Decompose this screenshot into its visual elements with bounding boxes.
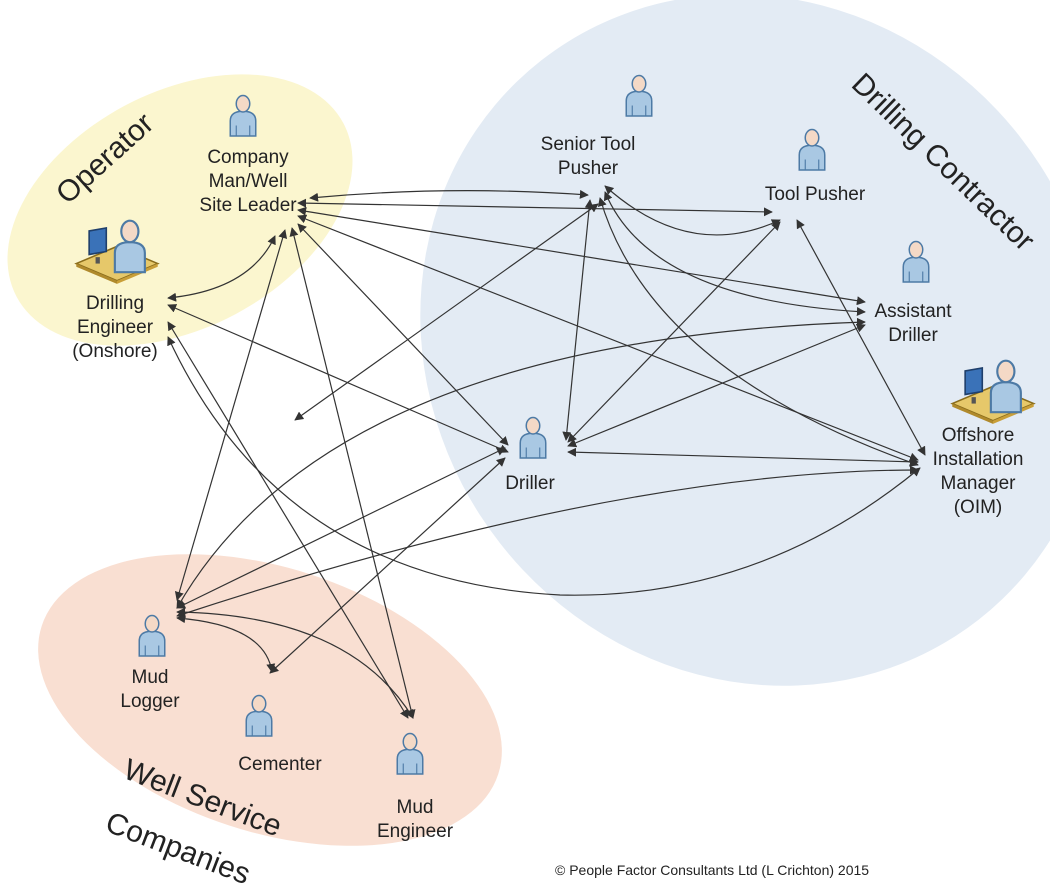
role-label-driller: Driller <box>490 472 570 496</box>
drilling-engineer-line2: Engineer <box>76 317 154 338</box>
assistant-driller-line1: Assistant <box>874 301 952 322</box>
mud-logger-line1: Mud <box>131 667 169 688</box>
link-cm-stp <box>309 189 589 202</box>
role-label-senior-tool-pusher: Senior Tool Pusher <box>518 133 658 181</box>
mud-engineer-line2: Engineer <box>376 821 454 842</box>
copyright-notice: © People Factor Consultants Ltd (L Crich… <box>555 862 870 878</box>
mud-logger-line2: Logger <box>120 691 180 712</box>
role-label-assistant-driller: Assistant Driller <box>853 300 973 348</box>
oim-line1: Offshore <box>941 425 1015 446</box>
senior-tool-pusher-line2: Pusher <box>557 158 619 179</box>
company-man-line3: Site Leader <box>199 195 297 216</box>
role-label-cementer: Cementer <box>225 753 335 777</box>
oim-line3: Manager <box>940 473 1016 494</box>
link-dr-ml <box>176 447 506 609</box>
link-dr-oim <box>567 447 919 467</box>
link-ml-me <box>176 607 414 719</box>
drilling-engineer-line1: Drilling <box>85 293 145 314</box>
assistant-driller-line2: Driller <box>888 325 938 346</box>
company-man-line2: Man/Well <box>208 171 288 192</box>
role-label-mud-logger: Mud Logger <box>110 666 190 714</box>
senior-tool-pusher-line1: Senior Tool <box>540 134 636 155</box>
role-label-drilling-engineer: Drilling Engineer (Onshore) <box>55 292 175 364</box>
role-label-mud-engineer: Mud Engineer <box>360 796 470 844</box>
role-label-tool-pusher: Tool Pusher <box>745 183 885 207</box>
oim-line2: Installation <box>932 449 1024 470</box>
tool-pusher-line1: Tool Pusher <box>764 184 866 205</box>
role-label-company-man: Company Man/Well Site Leader <box>178 146 318 218</box>
link-oim-ml <box>176 465 919 618</box>
oim-line4: (OIM) <box>953 497 1003 518</box>
company-man-line1: Company <box>207 147 289 168</box>
driller-line1: Driller <box>505 473 555 494</box>
cementer-line1: Cementer <box>238 754 322 775</box>
mud-engineer-line1: Mud <box>396 797 434 818</box>
communication-links <box>167 185 926 719</box>
role-label-oim: Offshore Installation Manager (OIM) <box>918 424 1038 520</box>
drilling-engineer-line3: (Onshore) <box>72 341 158 362</box>
